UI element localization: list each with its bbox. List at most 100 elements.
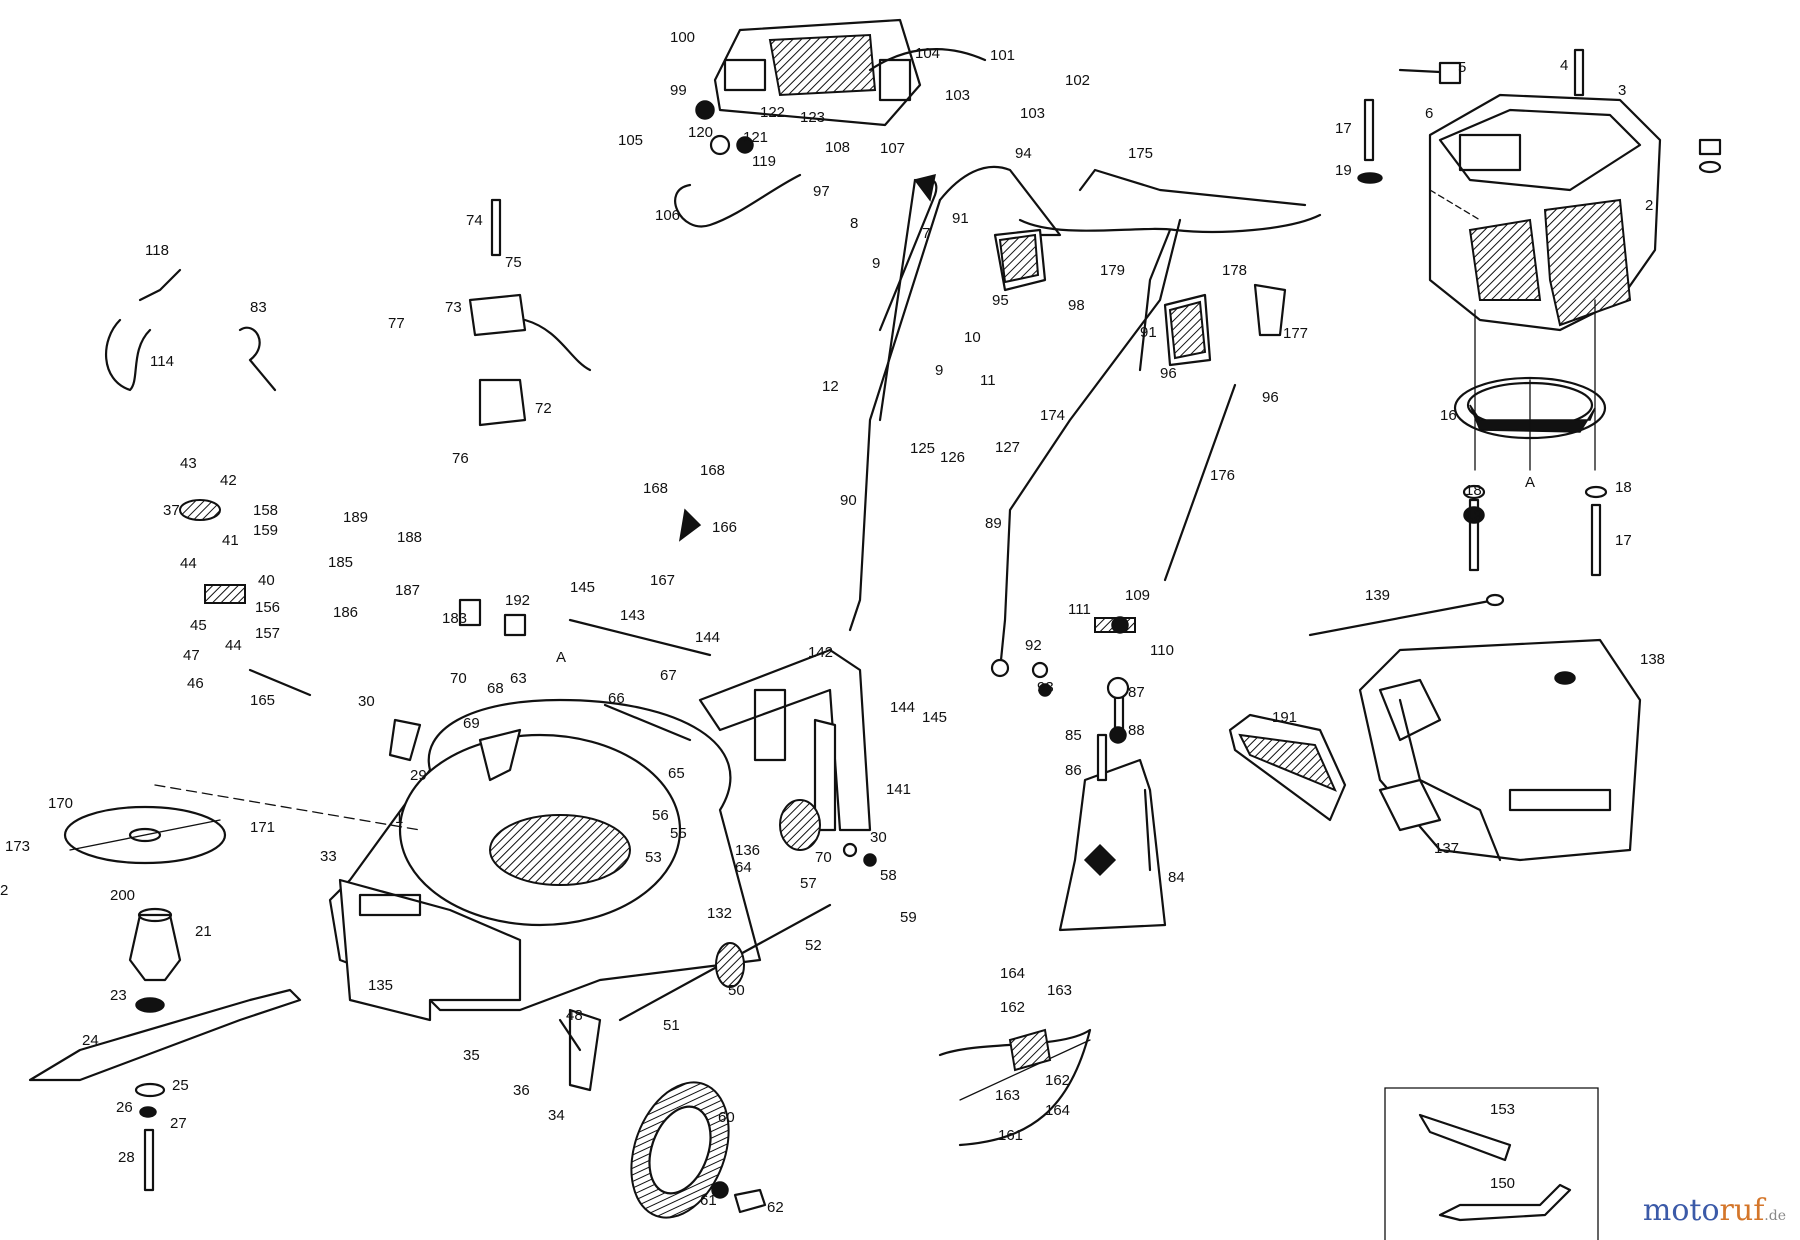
part-label-108: 108 (825, 139, 850, 156)
part-label-187: 187 (395, 582, 420, 599)
part-label-8: 8 (850, 215, 858, 232)
part-label-60: 60 (718, 1109, 735, 1126)
part-label-161: 161 (998, 1127, 1023, 1144)
part-label-200: 200 (110, 887, 135, 904)
part-label-19b: 19 (1465, 507, 1482, 524)
part-label-53: 53 (645, 849, 662, 866)
part-label-55: 55 (670, 825, 687, 842)
part-label-103b: 103 (1020, 105, 1045, 122)
part-label-168b: 168 (700, 462, 725, 479)
part-label-70a: 70 (450, 670, 467, 687)
part-label-27: 27 (170, 1115, 187, 1132)
part-label-121: 121 (743, 129, 768, 146)
mower-deck (328, 618, 877, 1022)
part-label-74: 74 (466, 212, 483, 229)
part-label-145b: 145 (922, 709, 947, 726)
part-label-19a: 19 (1335, 162, 1352, 179)
part-label-179: 179 (1100, 262, 1125, 279)
part-label-144a: 144 (695, 629, 720, 646)
part-label-30b: 30 (870, 829, 887, 846)
part-label-10: 10 (964, 329, 981, 346)
left-small-parts (105, 198, 702, 782)
part-label-192: 192 (505, 592, 530, 609)
mulch-insert (938, 1028, 1092, 1147)
part-label-101: 101 (990, 47, 1015, 64)
part-label-63: 63 (510, 670, 527, 687)
part-label-102: 102 (1065, 72, 1090, 89)
part-label-166: 166 (712, 519, 737, 536)
part-label-44a: 44 (180, 555, 197, 572)
part-label-94: 94 (1015, 145, 1032, 162)
part-label-174: 174 (1040, 407, 1065, 424)
engine-mount-ring (1453, 299, 1607, 471)
part-label-106: 106 (655, 207, 680, 224)
part-label-30a: 30 (358, 693, 375, 710)
part-label-3: 3 (1618, 82, 1626, 99)
part-label-45: 45 (190, 617, 207, 634)
part-label-123: 123 (800, 109, 825, 126)
part-label-12: 12 (822, 378, 839, 395)
part-label-28: 28 (118, 1149, 135, 1166)
part-label-93: 93 (1037, 679, 1054, 696)
part-label-159: 159 (253, 522, 278, 539)
watermark-part2: ruf (1719, 1193, 1765, 1228)
part-label-77: 77 (388, 315, 405, 332)
handle-assembly (848, 165, 1322, 697)
part-label-142: 142 (808, 644, 833, 661)
part-label-26: 26 (116, 1099, 133, 1116)
part-label-86: 86 (1065, 762, 1082, 779)
part-label-100: 100 (670, 29, 695, 46)
part-label-66: 66 (608, 690, 625, 707)
part-label-122: 122 (760, 104, 785, 121)
part-label-126: 126 (940, 449, 965, 466)
part-label-97: 97 (813, 183, 830, 200)
part-label-59: 59 (900, 909, 917, 926)
part-label-118: 118 (145, 242, 169, 259)
part-label-125: 125 (910, 440, 935, 457)
part-label-109: 109 (1125, 587, 1150, 604)
part-label-120: 120 (688, 124, 713, 141)
grass-catcher (1228, 593, 1642, 862)
part-label-23: 23 (110, 987, 127, 1004)
part-label-76: 76 (452, 450, 469, 467)
part-label-136: 136 (735, 842, 760, 859)
part-label-144b: 144 (890, 699, 915, 716)
part-label-107: 107 (880, 140, 905, 157)
part-label-2: 2 (1645, 197, 1653, 214)
part-label-72: 72 (535, 400, 552, 417)
part-label-73: 73 (445, 299, 462, 316)
engine-bolts (1357, 48, 1722, 577)
part-label-104: 104 (915, 45, 940, 62)
part-label-103a: 103 (945, 87, 970, 104)
part-label-9b: 9 (935, 362, 943, 379)
part-label-167: 167 (650, 572, 675, 589)
part-label-168a: 168 (643, 480, 668, 497)
part-label-11: 11 (980, 372, 996, 389)
part-label-162a: 162 (1000, 999, 1025, 1016)
part-label-42: 42 (220, 472, 237, 489)
part-label-132: 132 (707, 905, 732, 922)
part-label-96b: 96 (1262, 389, 1279, 406)
part-label-18b: 18 (1615, 479, 1632, 496)
part-number-labels: 1009910110210310310410510610710897119120… (0, 29, 1665, 1216)
part-label-177: 177 (1283, 325, 1308, 342)
part-label-56: 56 (652, 807, 669, 824)
part-label-62: 62 (767, 1199, 784, 1216)
part-label-173: 173 (5, 838, 30, 855)
part-label-41: 41 (222, 532, 239, 549)
part-label-185: 185 (328, 554, 353, 571)
part-label-96a: 96 (1160, 365, 1177, 382)
part-label-51: 51 (663, 1017, 680, 1034)
part-label-84: 84 (1168, 869, 1185, 886)
part-label-162b: 162 (1045, 1072, 1070, 1089)
part-label-36: 36 (513, 1082, 530, 1099)
part-label-105: 105 (618, 132, 643, 149)
part-label-153: 153 (1490, 1101, 1515, 1118)
part-label-46: 46 (187, 675, 204, 692)
part-label-163a: 163 (1047, 982, 1072, 999)
part-label-58: 58 (880, 867, 897, 884)
part-label-119: 119 (752, 153, 776, 170)
part-label-34: 34 (548, 1107, 565, 1124)
blade-assembly (28, 784, 421, 1192)
watermark-logo: motoruf.de (1643, 1193, 1786, 1228)
